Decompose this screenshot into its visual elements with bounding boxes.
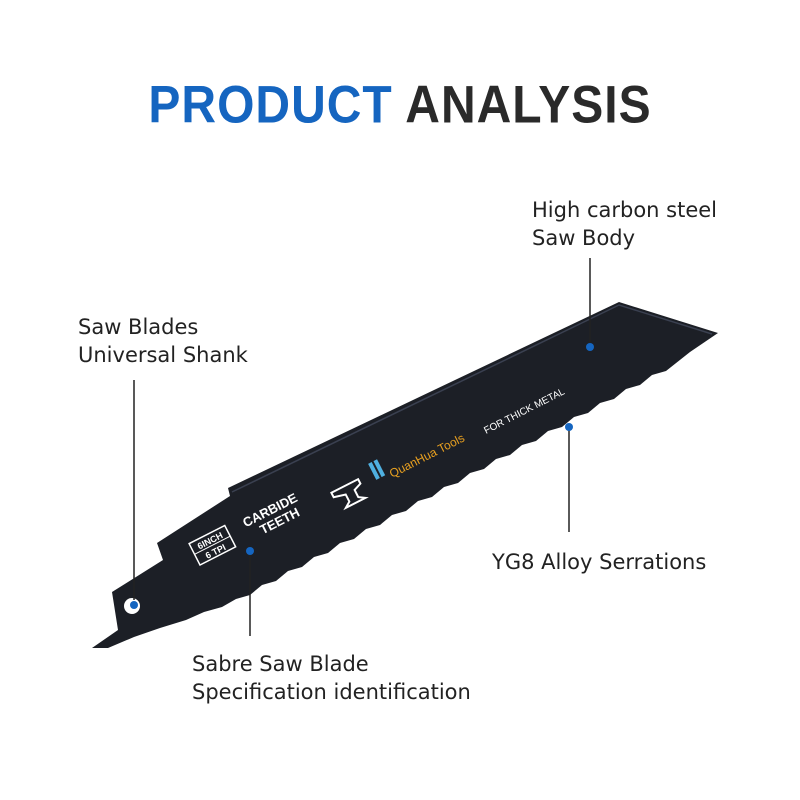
title-word-analysis: ANALYSIS [405, 76, 652, 135]
callout-saw-body-line1: High carbon steel [532, 198, 718, 222]
callout-saw-body: High carbon steel Saw Body [532, 196, 717, 252]
page-title: PRODUCT ANALYSIS [0, 75, 800, 136]
anvil-logo-icon [330, 477, 369, 511]
callout-spec-line2: Specification identification [192, 680, 471, 704]
blade-highlight [231, 304, 713, 493]
saw-blade-body [92, 302, 718, 648]
callout-shank-line1: Saw Blades [78, 315, 199, 339]
brand-logo-icon [368, 459, 386, 480]
callout-teeth: YG8 Alloy Serrations [492, 548, 706, 576]
callout-spec-line1: Sabre Saw Blade [192, 652, 369, 676]
callout-lines [130, 258, 594, 636]
callout-teeth-line1: YG8 Alloy Serrations [492, 550, 707, 574]
callout-spec: Sabre Saw Blade Specification identifica… [192, 650, 471, 706]
callout-shank: Saw Blades Universal Shank [78, 313, 248, 369]
callout-shank-line2: Universal Shank [78, 343, 248, 367]
callout-saw-body-line2: Saw Body [532, 226, 636, 250]
title-word-product: PRODUCT [148, 76, 393, 135]
